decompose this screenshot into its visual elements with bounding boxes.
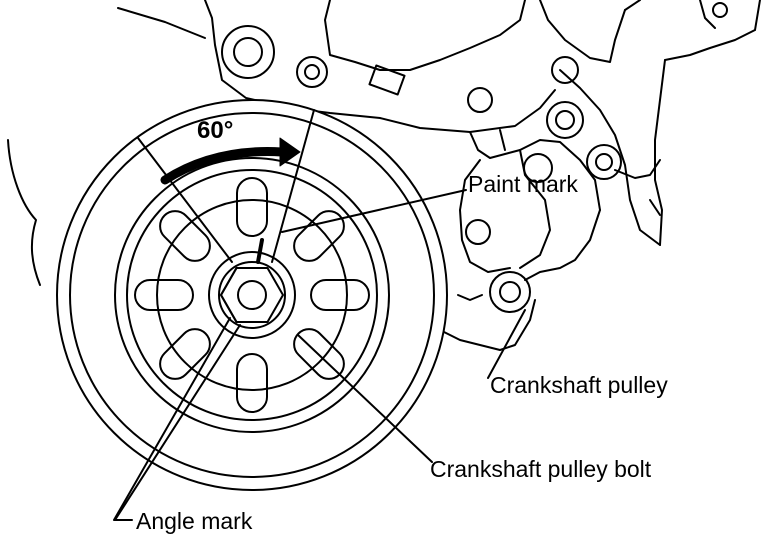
angle-reference-lines	[137, 109, 315, 264]
callout-lines	[113, 189, 526, 521]
label-angle-mark: Angle mark	[136, 508, 253, 534]
angle-label: 60°	[197, 117, 233, 144]
block-bolt-holes	[221, 2, 728, 313]
label-crankshaft-pulley-bolt: Crankshaft pulley bolt	[430, 456, 652, 482]
label-paint-mark: Paint mark	[468, 171, 578, 197]
label-crankshaft-pulley: Crankshaft pulley	[490, 372, 668, 398]
pulley-windows	[134, 177, 370, 413]
crankshaft-pulley-bolt	[220, 267, 284, 323]
rotation-arrow	[160, 137, 301, 185]
engine-block	[7, 0, 761, 351]
